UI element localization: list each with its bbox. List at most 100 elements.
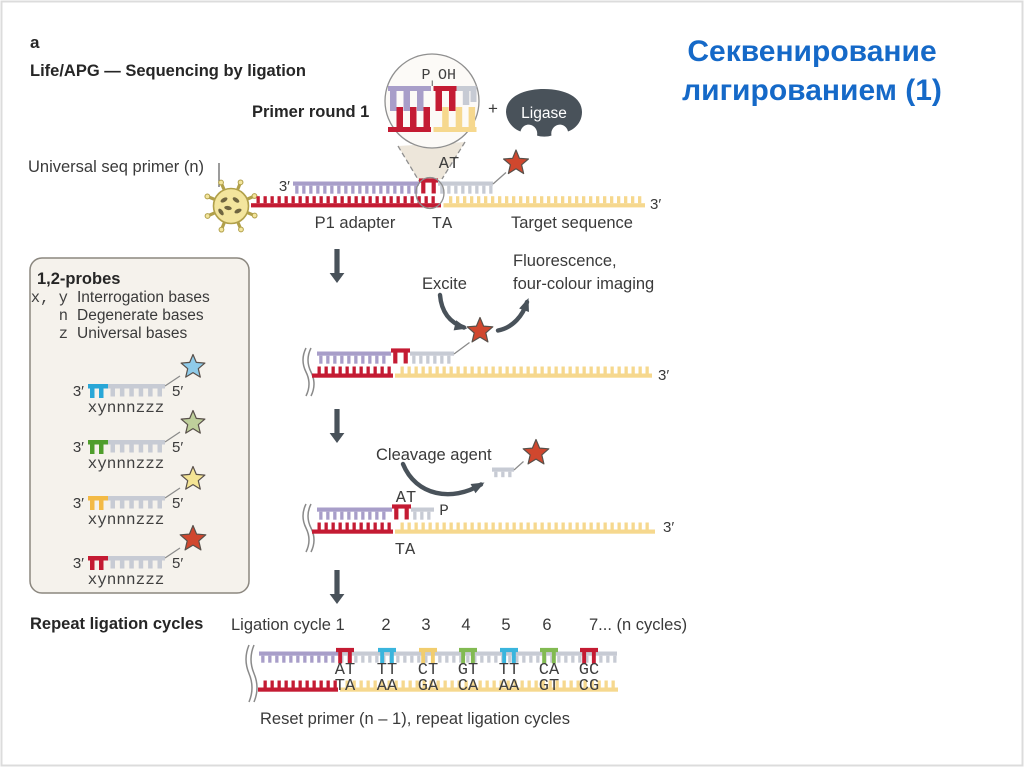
target-strand	[470, 196, 474, 204]
dinucleotide-mark	[421, 651, 426, 664]
target-strand	[366, 680, 370, 688]
p1-adapter-strand	[277, 680, 281, 688]
target-strand	[533, 522, 537, 530]
target-strand	[463, 366, 467, 374]
p1-adapter-strand	[340, 196, 344, 204]
extended-primer-strand	[333, 355, 337, 364]
magnified-target	[442, 107, 449, 127]
diagram-heading: Life/APG — Sequencing by ligation	[30, 62, 306, 80]
probe-tail-strand	[468, 185, 472, 194]
target-strand	[547, 522, 551, 530]
yellow-probe	[157, 500, 162, 509]
primer-strand	[275, 655, 279, 663]
target-strand	[456, 366, 460, 374]
excite-arrow	[437, 292, 467, 330]
target-strand	[561, 522, 565, 530]
target-strand	[499, 680, 503, 688]
p1-adapter-strand	[387, 366, 391, 374]
bead-spike-tip	[251, 193, 258, 199]
target-strand	[568, 366, 572, 374]
target-strand	[519, 522, 523, 530]
dinucleotide-bottom: GA	[418, 677, 439, 696]
probes-box-title: 1,2-probes	[37, 270, 120, 288]
extended-primer-strand	[361, 511, 365, 520]
fluorophore-star	[466, 316, 494, 343]
green-probe	[90, 444, 95, 454]
legend-symbol: x, y	[31, 289, 68, 307]
magnified-adapter-end	[396, 107, 403, 127]
target-strand	[352, 680, 356, 688]
target-strand	[513, 680, 517, 688]
universal-primer-strand	[330, 185, 334, 194]
panel-label: a	[30, 33, 40, 52]
probe-stub-strand	[411, 507, 434, 512]
slide-title-line1: Секвенирование	[687, 35, 936, 68]
strand-break-mark	[302, 503, 310, 553]
universal-primer-strand	[400, 185, 404, 194]
target-strand	[561, 196, 565, 204]
target-strand	[610, 196, 614, 204]
magnified-primer-end	[390, 91, 397, 111]
target-strand	[519, 196, 523, 204]
target-strand	[604, 680, 608, 688]
p1-adapter-strand	[291, 680, 295, 688]
magnified-primer-end	[388, 86, 431, 91]
dinucleotide-bottom: AA	[499, 677, 520, 696]
extended-strand	[557, 655, 561, 663]
target-strand	[575, 522, 579, 530]
yellow-probe	[110, 500, 115, 509]
probe-tail-strand	[426, 355, 430, 364]
dinucleotide-mark	[591, 651, 596, 664]
target-strand	[526, 196, 530, 204]
p1-adapter-strand	[317, 366, 321, 374]
legend-symbol: n	[59, 307, 68, 325]
target-strand	[506, 680, 510, 688]
extended-strand	[459, 655, 463, 663]
p1-adapter-strand	[284, 196, 288, 204]
p1-adapter-strand	[382, 196, 386, 204]
target-strand	[470, 522, 474, 530]
green-probe	[108, 440, 165, 445]
magnified-adapter-end	[410, 107, 417, 127]
target-strand	[533, 196, 537, 204]
probe-sequence: xynnnzzz	[88, 511, 165, 529]
fluorescence-label-line1: Fluorescence,	[513, 252, 617, 270]
universal-primer-strand	[351, 185, 355, 194]
target-strand	[638, 366, 642, 374]
hydroxyl-label: OH	[438, 67, 456, 84]
green-probe-star	[180, 409, 206, 434]
universal-primer-strand	[293, 181, 419, 186]
extended-strand	[522, 655, 526, 663]
target-strand	[540, 196, 544, 204]
p1-adapter-strand	[396, 196, 400, 204]
red-probe	[138, 560, 144, 569]
probe-five-prime: 5′	[172, 439, 183, 456]
target-strand	[449, 366, 453, 374]
extended-strand	[417, 655, 421, 663]
primer-strand	[282, 655, 286, 663]
cleavage-arrow	[400, 461, 484, 497]
p1-adapter-strand	[326, 680, 330, 688]
ligated-probe-mark	[393, 352, 398, 364]
p1-adapter-strand	[352, 522, 356, 530]
probe-three-prime: 3′	[73, 383, 84, 400]
p1-adapter-strand	[256, 196, 260, 204]
target-strand	[442, 522, 446, 530]
ligase-blob	[506, 89, 582, 137]
target-strand	[596, 196, 600, 204]
target-strand	[443, 203, 645, 208]
magnifier-cone-edge	[441, 141, 466, 180]
red-probe	[88, 556, 108, 561]
target-strand	[596, 522, 600, 530]
magnifier-cone-edge	[397, 145, 420, 182]
universal-primer-strand	[302, 185, 306, 194]
bead-spot	[232, 197, 240, 203]
extended-strand	[536, 655, 540, 663]
star-link	[164, 375, 181, 387]
target-strand	[421, 522, 425, 530]
three-prime-label: 3′	[663, 519, 674, 536]
probe-five-prime: 5′	[172, 383, 183, 400]
probe-tail-strand	[433, 355, 437, 364]
extended-primer-strand	[361, 355, 365, 364]
target-strand	[533, 366, 537, 374]
